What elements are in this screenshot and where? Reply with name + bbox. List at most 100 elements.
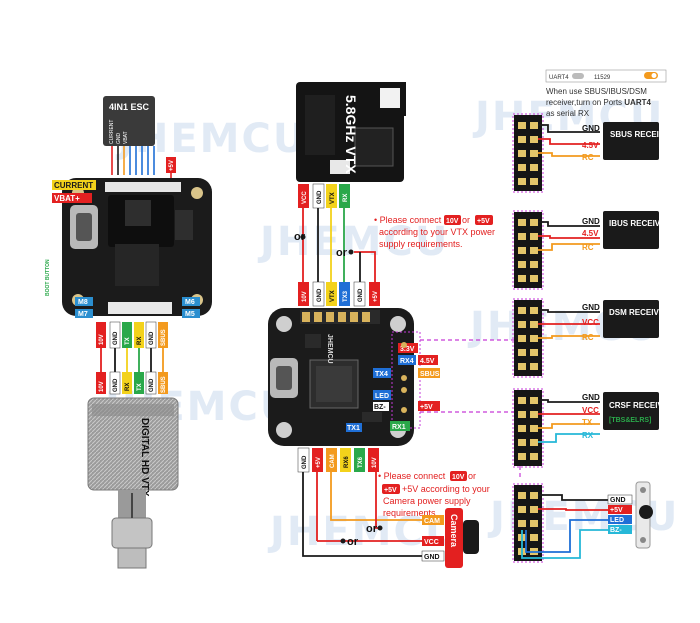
or-label: or [366, 523, 378, 535]
pin-label: VTX [330, 192, 336, 204]
vtx-power-note: • Please connect 10V or +5V according to… [374, 215, 495, 249]
cam-pin-label: CAM [424, 518, 440, 525]
small-flight-controller [62, 178, 212, 316]
sbus-receiver: GND 4.5V RC SBUS RECEIVER [582, 122, 676, 162]
tx1-label: TX1 [347, 425, 360, 432]
pin-label: RX [137, 337, 143, 345]
hd-vtx-top-pins: 10V GND RX TX GND SBUS [96, 371, 168, 395]
receiver-pin-label: GND [582, 303, 600, 312]
uart-note-line: receiver,turn on Ports [546, 98, 622, 107]
junction-dot [348, 249, 354, 255]
vbat-label: VBAT+ [54, 194, 80, 203]
receiver-pin-label: GND [582, 393, 600, 402]
buzzer-pin-label: BZ- [610, 527, 622, 534]
esc-pin-label: CURRENT [109, 120, 115, 144]
receiver-pin-label: RC [582, 333, 594, 342]
receiver-title: IBUS RECEIVER [609, 219, 671, 228]
receiver-title: SBUS RECEIVER [610, 130, 676, 139]
pin-label: TX6 [358, 456, 364, 468]
cam-pin-label: VCC [424, 539, 439, 546]
camera-wires [302, 472, 440, 557]
pin-label: +5V [373, 291, 379, 302]
note-10v-tag: 10V [452, 474, 465, 481]
pad-label: 3.3V [400, 346, 415, 353]
esc-module: 4IN1 ESC CURRENT GND VBAT [103, 96, 155, 146]
note-text: Please connect [380, 215, 442, 225]
m7-label: M7 [78, 311, 88, 318]
plus5v-tag [166, 157, 176, 173]
receiver-pin-label: 4.5V [582, 229, 599, 238]
receiver-pin-label: 4.5V [582, 141, 599, 150]
pin-label: VTX [330, 290, 336, 302]
note-line: supply requirements. [379, 239, 463, 249]
note-line: according to your VTX power [379, 227, 495, 237]
pad-label: LED [375, 393, 389, 400]
esc-pin-label: GND [116, 133, 122, 145]
pad-label: RX4 [400, 358, 414, 365]
receiver-pin-label: RX [582, 431, 594, 440]
svg-text:• Please connect: • Please connect [378, 471, 446, 481]
fc-brand: JHEMCU [326, 334, 333, 364]
pin-label: TX3 [343, 290, 349, 302]
uart-switch-value: 11529 [594, 75, 611, 81]
uart-note: UART4 11529 When use SBUS/IBUS/DSM recei… [545, 69, 667, 118]
pin-label: SBUS [161, 329, 167, 346]
mcu-chip [115, 244, 159, 286]
pin-label: RX6 [344, 456, 350, 468]
camera-title: Camera [449, 514, 459, 548]
ibus-receiver: GND 4.5V RC IBUS RECEIVER [582, 211, 671, 252]
dsm-receiver-wires [538, 309, 600, 339]
pin-label: GND [113, 331, 119, 345]
dsm-receiver: GND VCC RC DSM RECEIVER [582, 300, 670, 342]
vbat-tag [52, 193, 92, 203]
pin-label: SBUS [161, 376, 167, 393]
plus5v-label: +5V [169, 160, 175, 171]
pin-label: VCC [302, 191, 308, 204]
svg-text:receiver,turn on Ports UART4: receiver,turn on Ports UART4 [546, 98, 652, 107]
small-fc-to-vtx-wires [100, 348, 164, 372]
pin-label: +5V [316, 457, 322, 468]
main-fc-bottom-pins: GND +5V CAM RX6 TX6 10V [297, 447, 379, 473]
pad-label: RX1 [392, 424, 406, 431]
hd-vtx-label: DIGITAL HD VTX [139, 418, 150, 497]
junction-dot [377, 525, 383, 531]
current-label: CURRENT [54, 181, 93, 190]
buzzer-pin-label: +5V [610, 507, 623, 514]
receiver-pin-label: GND [582, 217, 600, 226]
receiver-title: DSM RECEIVER [609, 308, 670, 317]
esc-wires [111, 146, 172, 190]
svg-text:• Please connect: • Please connect [374, 215, 442, 225]
receiver-pin-label: RC [582, 243, 594, 252]
or-label: or [336, 247, 348, 259]
pin-label: 10V [302, 291, 308, 302]
or-label: or [294, 231, 306, 243]
sbus-receiver-wires [538, 124, 600, 157]
watermark-text: JHEMCU [257, 219, 449, 265]
note-line: requirements. [383, 508, 438, 518]
note-text: or [468, 471, 476, 481]
buzzer-pin-label: GND [610, 497, 626, 504]
receiver-pin-label: TX [582, 418, 593, 427]
pin-label: GND [302, 455, 308, 469]
esc-title: 4IN1 ESC [109, 102, 150, 112]
main-fc-right-pads: 3.3V 4.5V RX4 SBUS TX4 LED BZ- +5V RX1 [373, 331, 440, 431]
cam-pin-label: GND [424, 554, 440, 561]
vtx58-wires [302, 208, 376, 282]
crsf-receiver: GND VCC TX RX CRSF RECEIVER [TBS&ELRS] [582, 392, 674, 440]
motor-tags: M8 M7 M6 M5 [75, 297, 200, 318]
note-text: or [462, 215, 470, 225]
digital-hd-vtx: DIGITAL HD VTX [87, 397, 179, 569]
uart-note-bold: UART4 [624, 98, 651, 107]
m6-label: M6 [185, 299, 195, 306]
note-5v-tag: +5V [477, 218, 490, 225]
pad-strips [512, 113, 544, 563]
main-flight-controller: JHEMCU TX1 [268, 308, 414, 446]
uart-switch-label: UART4 [549, 75, 569, 81]
camera-power-note: • Please connect 10V or +5V +5V accordin… [378, 471, 490, 518]
pin-label: GND [113, 378, 119, 392]
pin-label: TX [125, 337, 131, 345]
junction-dot [340, 538, 346, 544]
pin-label: 10V [99, 334, 105, 345]
receiver-pin-label: RC [582, 153, 594, 162]
